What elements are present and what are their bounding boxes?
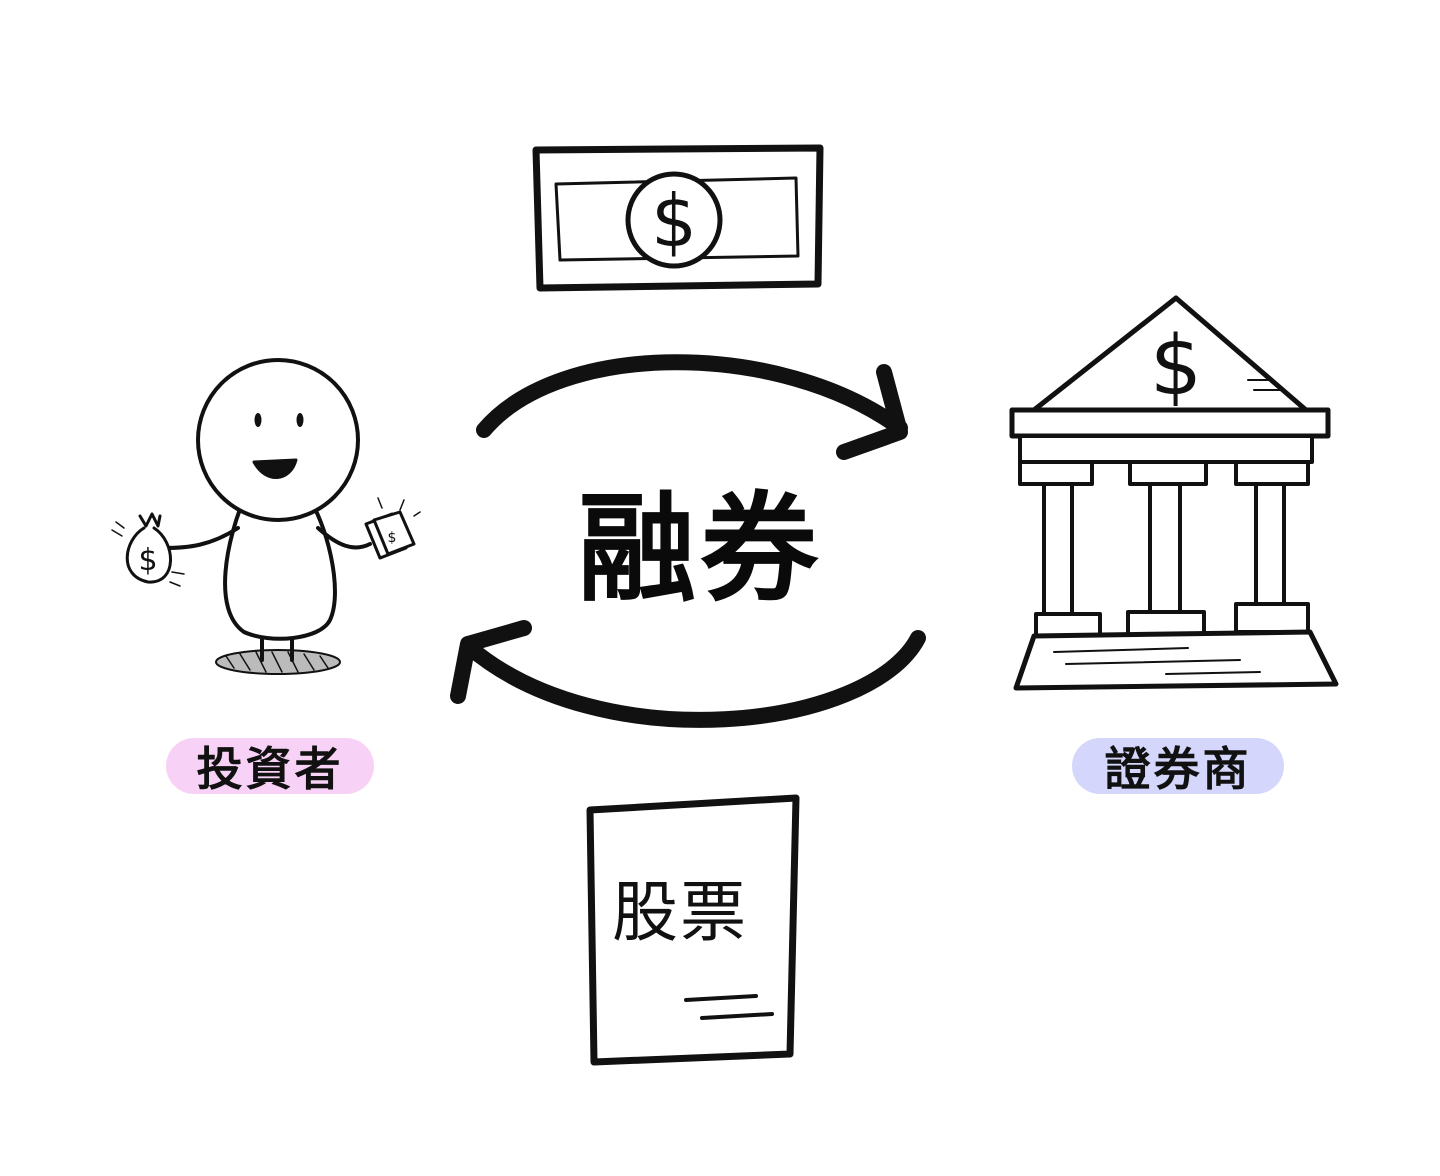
- svg-text:$: $: [651, 179, 697, 263]
- stock-certificate-label: 股票: [612, 874, 748, 951]
- investor-label: 投資者: [166, 738, 374, 796]
- broker-label: 證券商: [1072, 738, 1284, 796]
- svg-text:$: $: [388, 530, 397, 546]
- investor-figure-icon: $ $: [111, 358, 421, 675]
- center-label-securities-lending: 融券: [577, 479, 822, 618]
- arrow-to-investor: [450, 620, 926, 728]
- bank-building-icon: $: [1009, 295, 1339, 691]
- banknote-icon: $: [532, 144, 824, 292]
- svg-text:$: $: [1150, 319, 1202, 414]
- svg-text:$: $: [138, 543, 157, 578]
- arrow-to-broker: [476, 354, 908, 460]
- stock-certificate-icon: [586, 794, 800, 1066]
